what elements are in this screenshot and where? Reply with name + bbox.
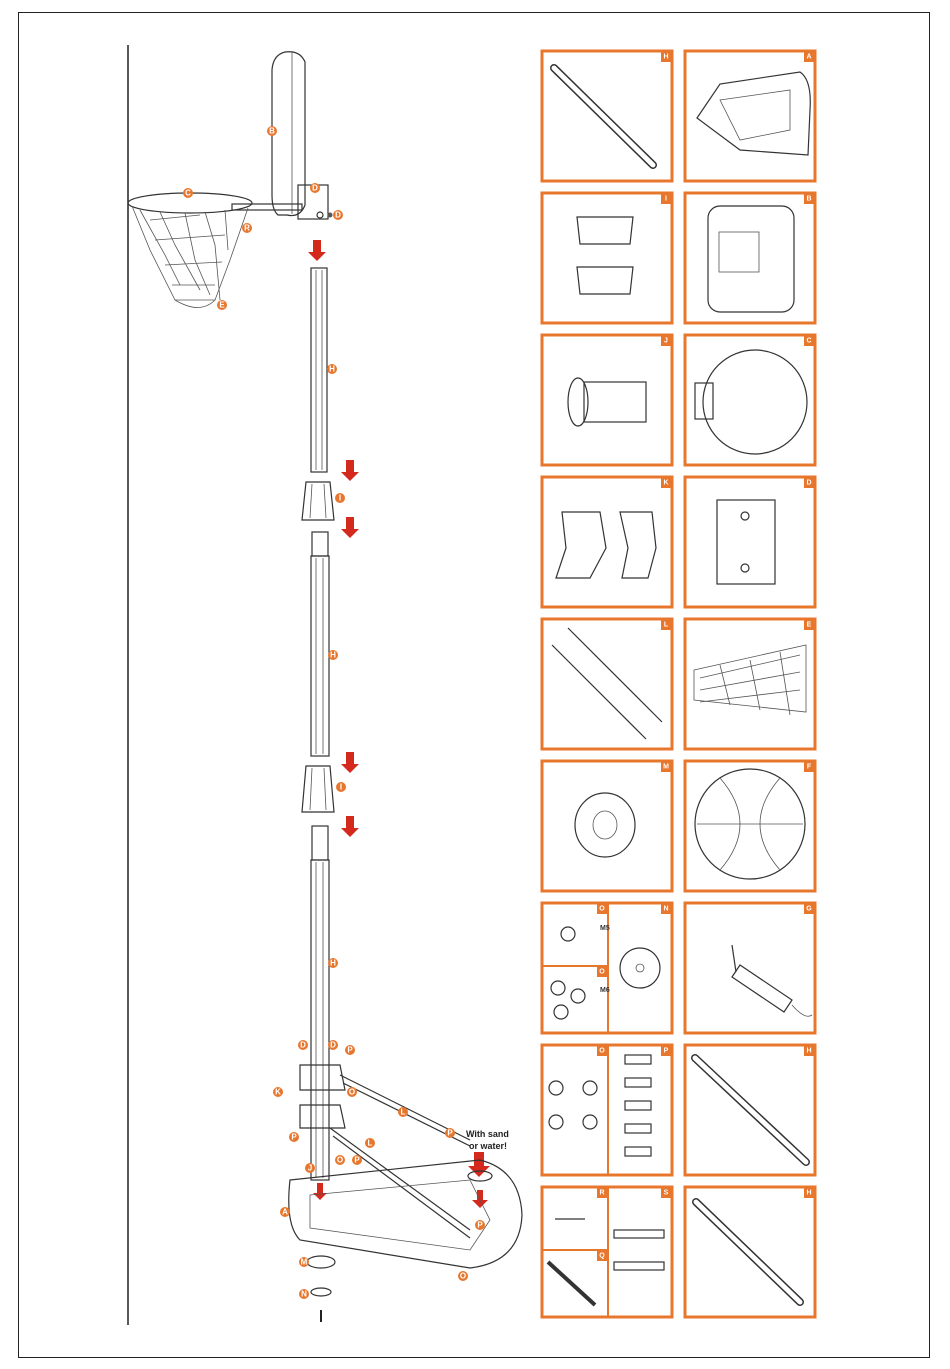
- svg-text:K: K: [663, 480, 668, 487]
- svg-text:L: L: [401, 1108, 406, 1117]
- svg-text:J: J: [308, 1164, 312, 1173]
- svg-text:B: B: [269, 127, 275, 136]
- svg-text:C: C: [806, 338, 811, 345]
- assembly-arrows: [308, 240, 490, 1208]
- svg-text:H: H: [330, 959, 336, 968]
- svg-text:S: S: [664, 1190, 669, 1197]
- svg-text:H: H: [663, 54, 668, 61]
- svg-text:J: J: [664, 338, 668, 345]
- svg-text:M: M: [663, 764, 669, 771]
- svg-text:H: H: [806, 1190, 811, 1197]
- svg-text:M: M: [301, 1258, 308, 1267]
- svg-text:P: P: [354, 1156, 360, 1165]
- svg-text:O: O: [599, 969, 605, 976]
- sand-water-note-line2: or water!: [469, 1141, 507, 1151]
- svg-text:F: F: [807, 764, 812, 771]
- svg-text:H: H: [330, 651, 336, 660]
- svg-text:A: A: [282, 1208, 288, 1217]
- svg-text:I: I: [339, 494, 341, 503]
- svg-text:H: H: [806, 1048, 811, 1055]
- nut-m5-label: M5: [600, 925, 610, 932]
- svg-text:Q: Q: [599, 1253, 605, 1260]
- svg-text:R: R: [244, 224, 250, 233]
- svg-text:E: E: [807, 622, 812, 629]
- svg-text:D: D: [300, 1041, 306, 1050]
- svg-text:D: D: [312, 184, 318, 193]
- svg-text:P: P: [477, 1221, 483, 1230]
- svg-text:I: I: [340, 783, 342, 792]
- svg-text:R: R: [599, 1190, 604, 1197]
- svg-text:D: D: [330, 1041, 336, 1050]
- svg-text:B: B: [806, 196, 811, 203]
- svg-text:N: N: [301, 1290, 307, 1299]
- svg-text:O: O: [460, 1272, 466, 1281]
- pole-sections: H I H I H: [302, 268, 346, 1180]
- svg-text:G: G: [806, 906, 812, 913]
- svg-text:P: P: [291, 1133, 297, 1142]
- svg-text:K: K: [275, 1088, 281, 1097]
- svg-text:O: O: [337, 1156, 343, 1165]
- nut-m6-label: M6: [600, 987, 610, 994]
- svg-text:O: O: [599, 1048, 605, 1055]
- parts-grid: H A I B J C K D L: [542, 51, 815, 1317]
- svg-text:H: H: [329, 365, 335, 374]
- svg-text:O: O: [349, 1088, 355, 1097]
- svg-text:I: I: [665, 196, 667, 203]
- svg-text:A: A: [806, 54, 811, 61]
- svg-text:L: L: [368, 1139, 373, 1148]
- svg-text:L: L: [664, 622, 669, 629]
- svg-text:N: N: [663, 906, 668, 913]
- sand-water-note-line1: With sand: [466, 1129, 509, 1139]
- svg-text:C: C: [185, 189, 191, 198]
- svg-text:P: P: [347, 1046, 353, 1055]
- svg-text:P: P: [664, 1048, 669, 1055]
- base-assembly: D D P K O L P O P L J A P M N O P With s…: [273, 1040, 522, 1322]
- svg-text:P: P: [447, 1129, 453, 1138]
- svg-text:O: O: [599, 906, 605, 913]
- svg-text:D: D: [806, 480, 811, 487]
- svg-text:E: E: [219, 301, 225, 310]
- svg-text:D: D: [335, 211, 341, 220]
